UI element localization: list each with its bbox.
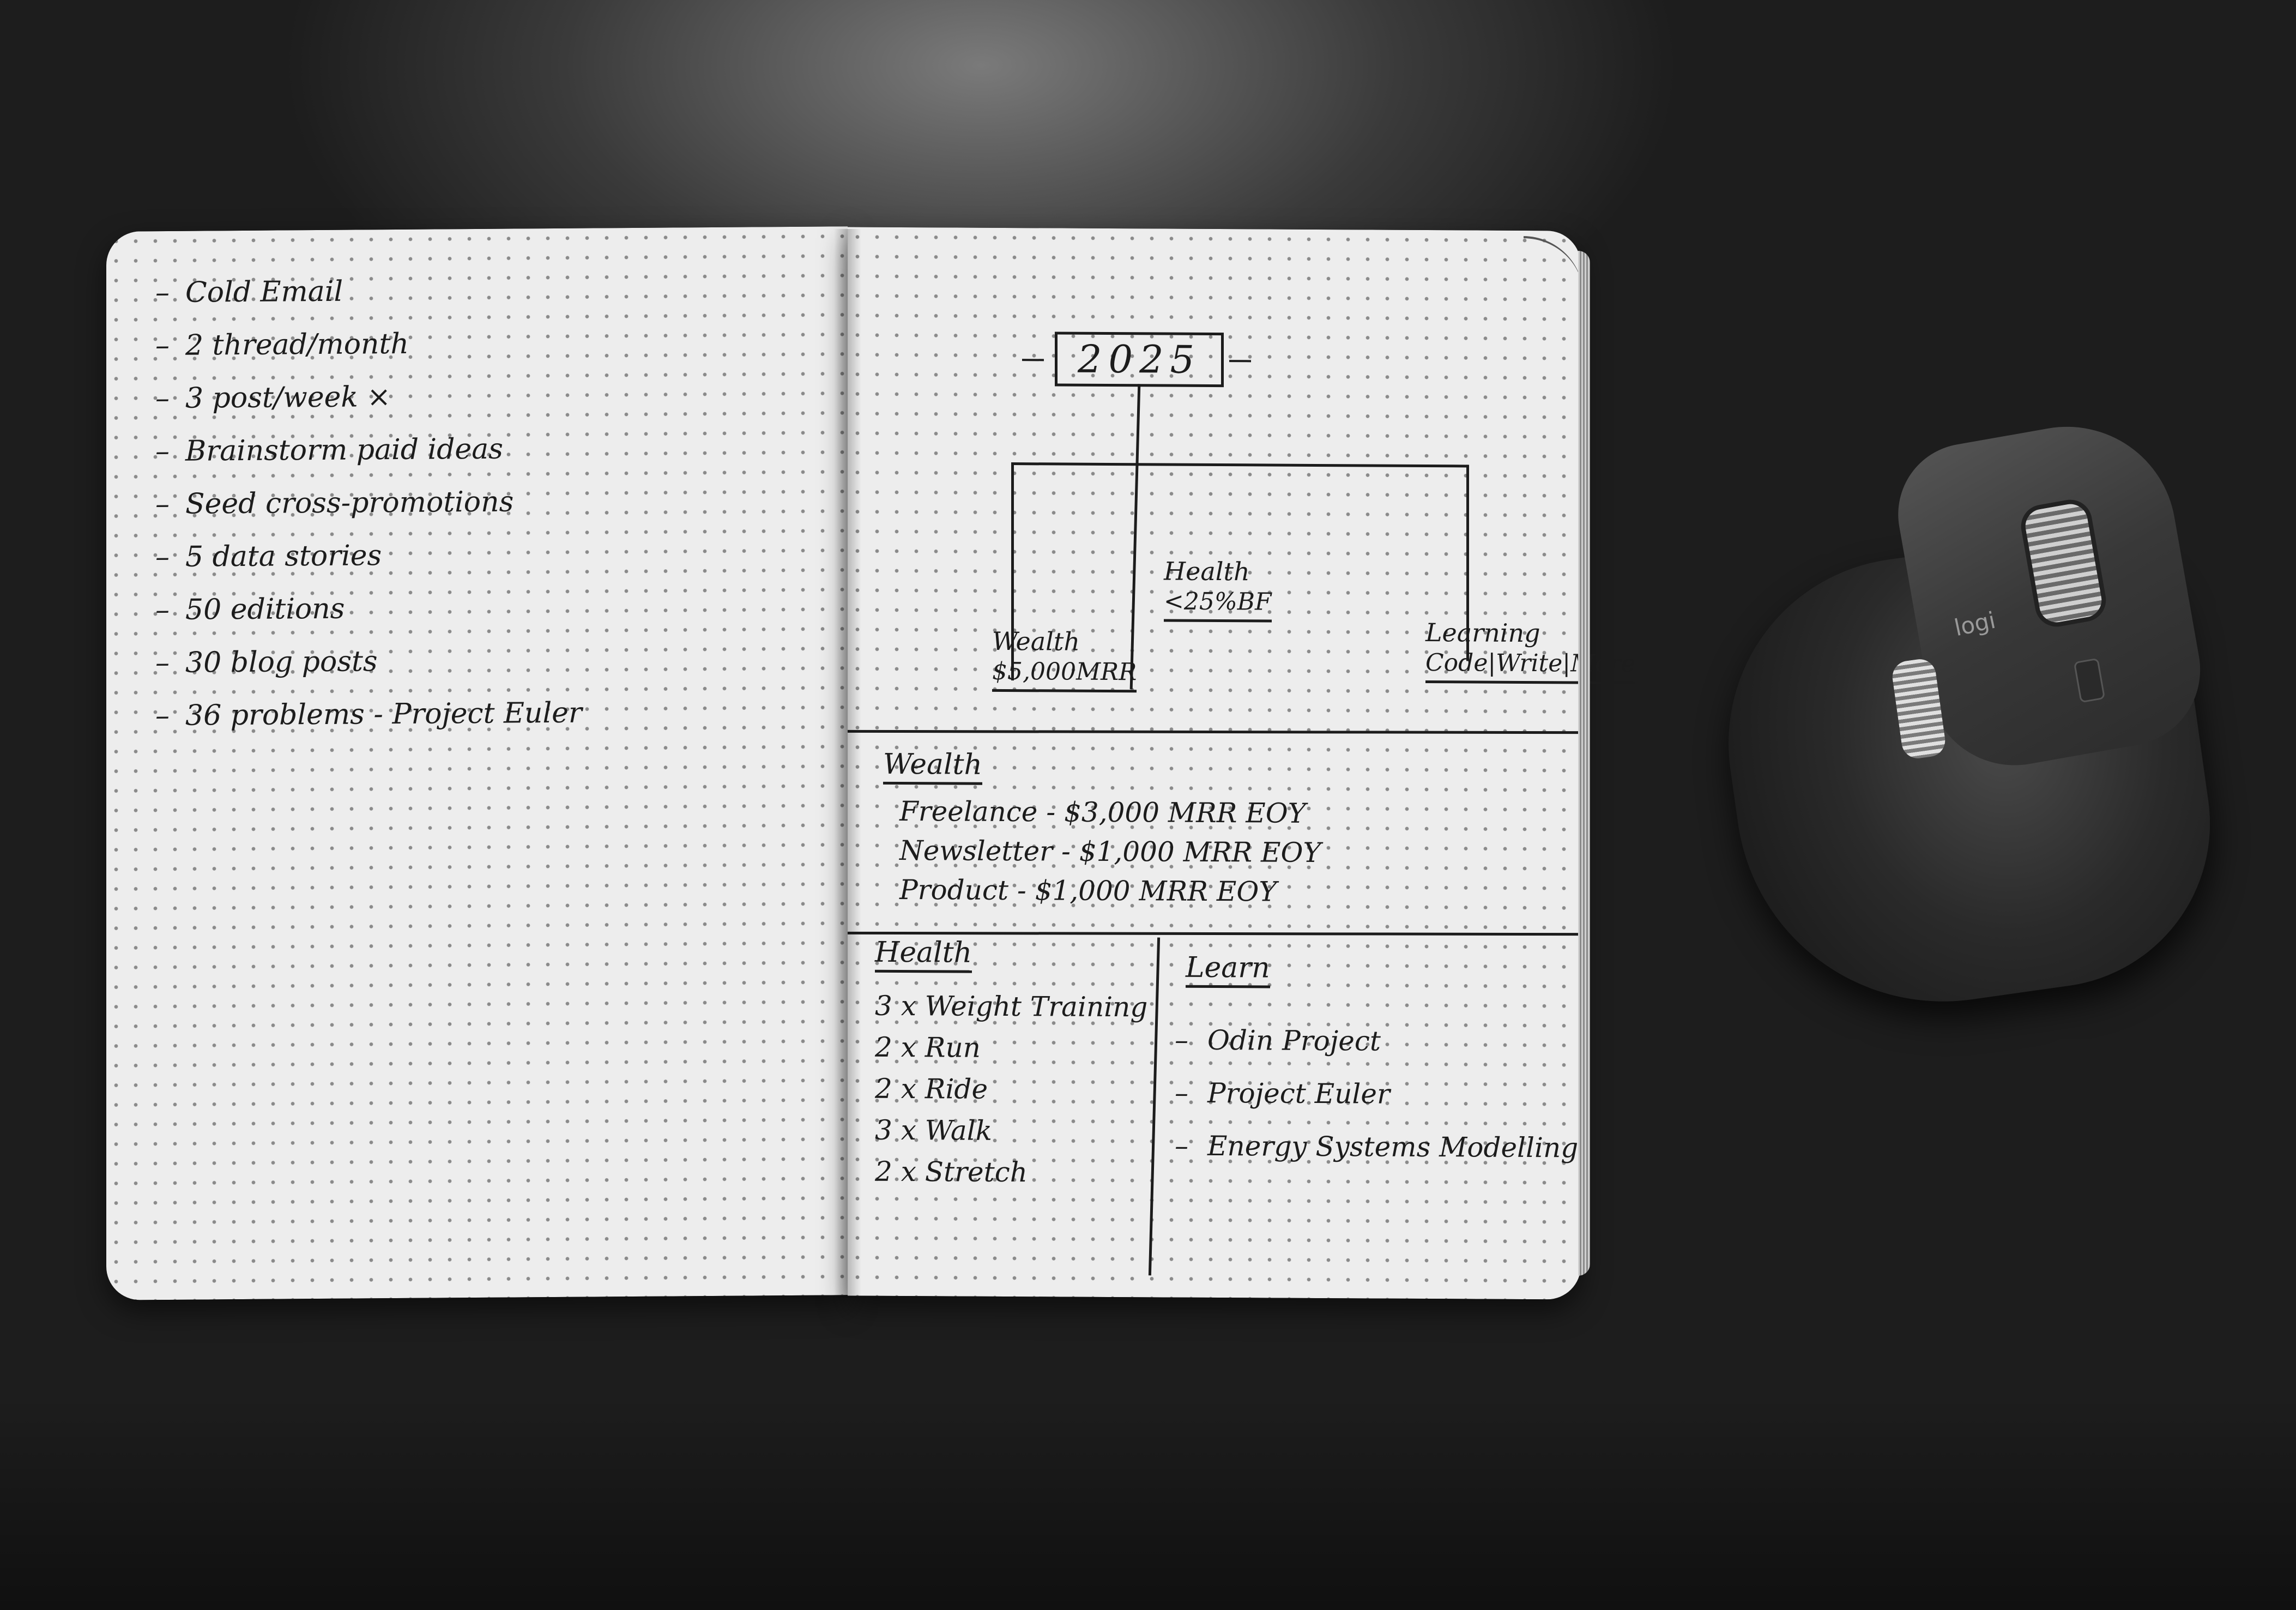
goal-value: $5,000MRR [992, 656, 1137, 693]
list-item-text: Energy Systems Modelling [1207, 1130, 1579, 1164]
list-item: –3 post/week × [155, 370, 582, 425]
list-item: –36 problems - Project Euler [155, 687, 582, 743]
dash-mark: – [155, 593, 170, 627]
list-item: Newsletter - $1,000 MRR EOY [899, 834, 1321, 869]
list-item-text: 36 problems - Project Euler [185, 696, 582, 732]
dash-mark: – [155, 329, 170, 363]
list-item: 2 x Ride [875, 1072, 988, 1105]
learn-list: –Odin Project –Project Euler –Energy Sys… [1175, 1014, 1578, 1175]
list-item-text: Odin Project [1207, 1024, 1381, 1057]
dash-mark: – [1175, 1077, 1188, 1109]
dash-mark: – [155, 382, 170, 415]
page-edges [1578, 251, 1590, 1276]
year-dash-right [1229, 360, 1251, 363]
desk-shadow [0, 1396, 2296, 1610]
list-item: –30 blog posts [155, 634, 582, 690]
notebook: –Cold Email –2 thread/month –3 post/week… [106, 226, 1635, 1300]
goal-value: <25%BF [1164, 586, 1272, 623]
list-item: 3 x Walk [875, 1114, 992, 1147]
list-item: –Seed cross-promotions [155, 475, 582, 531]
health-section-title: Health [875, 936, 972, 973]
wealth-section-title: Wealth [883, 747, 982, 785]
wealth-list: Freelance - $3,000 MRR EOY Newsletter - … [899, 792, 1321, 912]
list-item: –Energy Systems Modelling [1175, 1120, 1578, 1175]
goal-title: Health [1164, 556, 1250, 587]
list-item-text: Brainstorm paid ideas [185, 432, 503, 468]
dash-mark: – [155, 646, 170, 680]
goal-value: Code|Write|More [1425, 648, 1635, 685]
list-item: –Brainstorm paid ideas [155, 423, 582, 478]
list-item: –Cold Email [155, 264, 582, 319]
list-item: Product - $1,000 MRR EOY [899, 873, 1277, 908]
section-divider [847, 931, 1581, 936]
goal-node-health: Health <25%BF [1164, 556, 1272, 623]
list-item-text: 30 blog posts [185, 645, 378, 679]
dash-mark: – [1175, 1024, 1188, 1056]
column-divider [1148, 937, 1161, 1276]
dash-mark: – [155, 435, 170, 468]
goal-node-wealth: Wealth $5,000MRR [992, 626, 1137, 693]
list-item: –50 editions [155, 581, 582, 637]
list-item: 2 x Stretch [875, 1155, 1028, 1189]
list-item-text: 3 post/week × [185, 381, 391, 415]
list-item: –5 data stories [155, 528, 582, 584]
section-divider [847, 729, 1581, 734]
year-box: 2025 [1055, 331, 1224, 388]
dash-mark: – [1175, 1130, 1188, 1162]
learn-section-title: Learn [1186, 951, 1270, 988]
list-item: 2 x Run [875, 1031, 981, 1064]
goal-title: Wealth [992, 626, 1080, 656]
tree-branch-line [1011, 462, 1469, 468]
dash-mark: – [155, 487, 170, 521]
left-todo-list: –Cold Email –2 thread/month –3 post/week… [155, 264, 582, 743]
goal-node-learning: Learning Code|Write|More [1425, 617, 1635, 685]
computer-mouse: logi [1705, 409, 2231, 1028]
list-item-text: Cold Email [185, 275, 343, 309]
list-item-text: Project Euler [1207, 1077, 1390, 1110]
page-corner-curl [1524, 236, 1584, 299]
health-list: 3 x Weight Training 2 x Run 2 x Ride 3 x… [875, 985, 1147, 1194]
goal-title: Learning [1425, 618, 1540, 648]
list-item: –Odin Project [1175, 1014, 1578, 1069]
left-page: –Cold Email –2 thread/month –3 post/week… [106, 226, 848, 1300]
dash-mark: – [155, 540, 170, 574]
right-page: 2025 Health <25%BF Wealth $5,000MRR Lear… [847, 227, 1635, 1300]
notebook-spine [834, 229, 861, 1298]
list-item: 3 x Weight Training [875, 990, 1148, 1023]
dash-mark: – [155, 699, 170, 733]
list-item-text: 2 thread/month [185, 327, 409, 362]
dash-mark: – [155, 276, 170, 310]
list-item-text: Seed cross-promotions [185, 485, 514, 521]
list-item: Freelance - $3,000 MRR EOY [899, 795, 1306, 829]
list-item-text: 5 data stories [185, 539, 382, 574]
year-dash-left [1022, 359, 1044, 361]
list-item: –Project Euler [1175, 1067, 1578, 1122]
list-item-text: 50 editions [185, 592, 345, 626]
list-item: –2 thread/month [155, 317, 582, 372]
